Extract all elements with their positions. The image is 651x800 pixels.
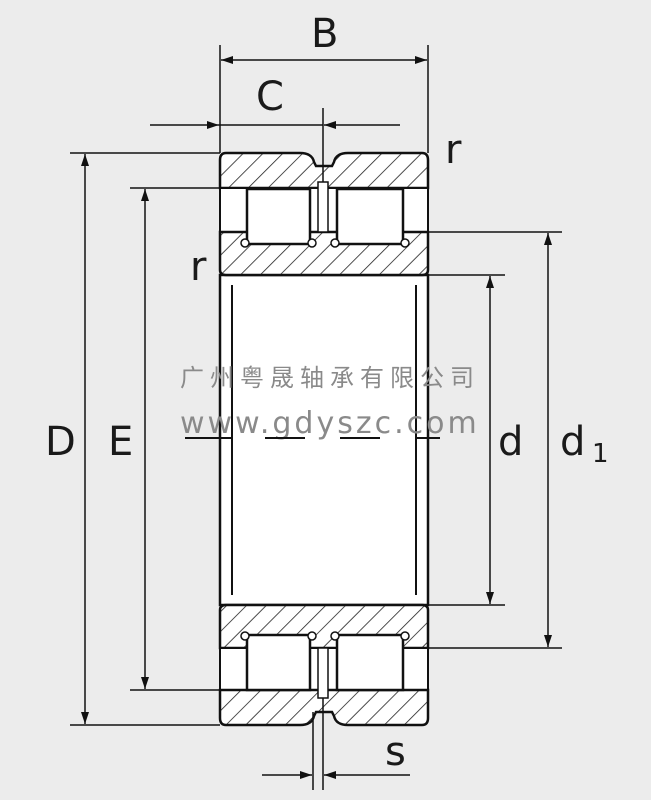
bore-area	[218, 273, 430, 607]
cage-bottom	[317, 647, 329, 699]
roller-bottom-right	[335, 633, 405, 692]
outer-ring-bottom	[218, 688, 430, 727]
watermark-url: www.gdyszc.com	[180, 406, 480, 441]
roller-top-right	[335, 187, 405, 246]
label-s: s	[385, 729, 406, 775]
roller-top-left	[245, 187, 312, 246]
cage-top	[317, 181, 329, 233]
label-r-left: r	[190, 244, 207, 290]
label-d1-subscript: 1	[592, 439, 609, 469]
watermark-company: 广州粤晟轴承有限公司	[180, 364, 480, 392]
label-D: D	[45, 419, 76, 465]
label-C: C	[256, 74, 284, 120]
outer-ring-top	[218, 151, 430, 190]
label-r-top: r	[445, 127, 462, 173]
roller-bottom-left	[245, 633, 312, 692]
label-d: d	[498, 419, 523, 465]
label-B: B	[311, 11, 338, 57]
label-d1: d	[560, 419, 585, 465]
label-E: E	[108, 419, 133, 465]
